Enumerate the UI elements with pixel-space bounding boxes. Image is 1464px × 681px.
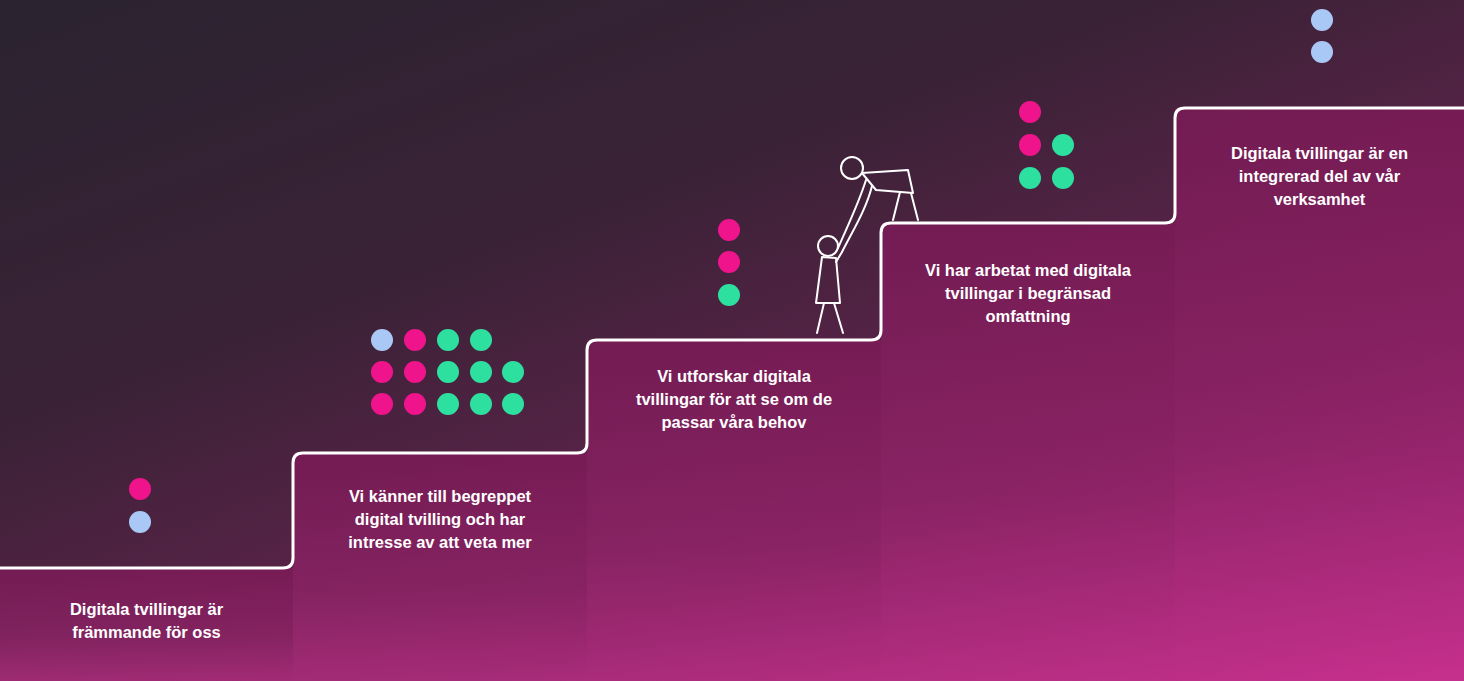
response-dot bbox=[129, 511, 151, 533]
response-dot bbox=[437, 329, 459, 351]
adult-legs bbox=[893, 192, 918, 220]
step-label: Digitala tvillingar är främmande för oss bbox=[37, 598, 257, 644]
response-dot bbox=[371, 329, 393, 351]
stair-step: Digitala tvillingar är en integrerad del… bbox=[1175, 108, 1464, 681]
response-dot bbox=[1052, 134, 1074, 156]
response-dot bbox=[437, 361, 459, 383]
response-dot bbox=[1019, 134, 1041, 156]
adult-head bbox=[841, 157, 863, 179]
response-dot bbox=[404, 393, 426, 415]
step-label: Digitala tvillingar är en integrerad del… bbox=[1210, 142, 1430, 211]
staircase-outline bbox=[0, 108, 1464, 568]
step-label: Vi har arbetat med digitala tvillingar i… bbox=[918, 259, 1138, 328]
response-dot bbox=[1019, 167, 1041, 189]
response-dot bbox=[404, 329, 426, 351]
response-dot bbox=[502, 393, 524, 415]
response-dot bbox=[129, 478, 151, 500]
child-body bbox=[816, 257, 840, 303]
response-dot bbox=[1019, 101, 1041, 123]
helper-figures bbox=[816, 157, 918, 333]
response-dot bbox=[1052, 167, 1074, 189]
stair-step: Vi har arbetat med digitala tvillingar i… bbox=[881, 223, 1175, 681]
step-label: Vi utforskar digitala tvillingar för att… bbox=[624, 365, 844, 434]
stair-step: Digitala tvillingar är främmande för oss bbox=[0, 568, 293, 681]
adult-arm bbox=[838, 180, 872, 252]
response-dot bbox=[1311, 41, 1333, 63]
stair-step: Vi utforskar digitala tvillingar för att… bbox=[587, 340, 881, 681]
child-head bbox=[818, 236, 838, 256]
adult-torso bbox=[862, 170, 913, 193]
response-dot bbox=[404, 361, 426, 383]
response-dot bbox=[1311, 9, 1333, 31]
child-limbs bbox=[817, 252, 843, 333]
response-dot bbox=[718, 251, 740, 273]
response-dot bbox=[470, 361, 492, 383]
response-dot bbox=[437, 393, 459, 415]
stair-step: Vi känner till begreppet digital tvillin… bbox=[293, 453, 587, 681]
response-dot bbox=[502, 361, 524, 383]
step-label: Vi känner till begreppet digital tvillin… bbox=[330, 485, 550, 554]
response-dot bbox=[470, 329, 492, 351]
dot-group bbox=[129, 9, 1333, 533]
response-dot bbox=[371, 393, 393, 415]
response-dot bbox=[470, 393, 492, 415]
response-dot bbox=[371, 361, 393, 383]
response-dot bbox=[718, 284, 740, 306]
response-dot bbox=[718, 219, 740, 241]
